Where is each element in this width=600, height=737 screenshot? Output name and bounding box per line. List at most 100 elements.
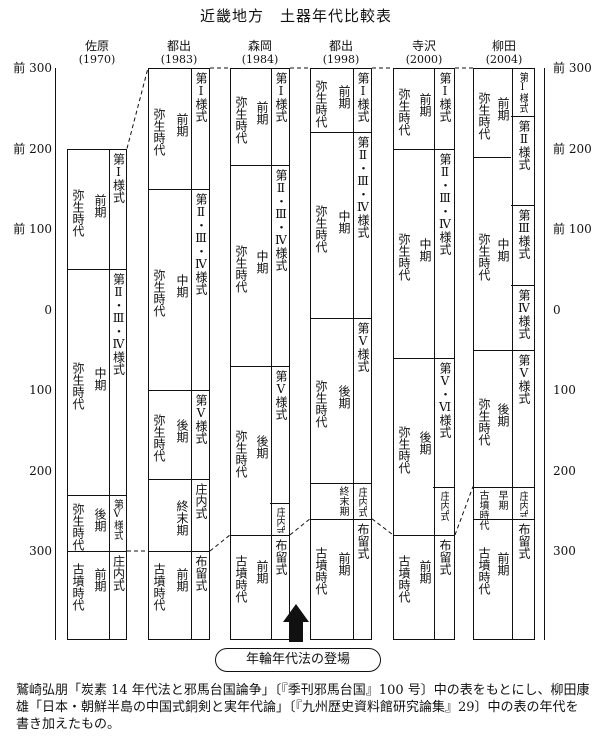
column-year: (1983) <box>160 53 198 66</box>
style-boundary <box>108 269 127 271</box>
style-boundary <box>433 486 455 488</box>
pottery-style-label: 第Ⅰ様式 <box>438 72 451 122</box>
column-name: 都出 <box>328 39 353 53</box>
column-header: 柳田(2004) <box>465 39 543 67</box>
left-tick-label: 200 <box>29 463 52 478</box>
column-frame <box>310 68 372 640</box>
style-boundary <box>511 204 535 206</box>
style-boundary <box>190 188 210 190</box>
period-label: 弥生時代 <box>477 398 491 447</box>
style-boundary <box>511 486 535 488</box>
period-boundary <box>310 482 352 484</box>
column-connector <box>289 518 311 536</box>
period-boundary <box>148 188 190 190</box>
period-sub-label: 中期 <box>175 274 189 299</box>
style-boundary <box>511 285 535 287</box>
axis-line <box>55 68 56 640</box>
column-year: (2000) <box>405 53 443 66</box>
pottery-style-label: 第Ⅰ様式 <box>111 152 125 203</box>
period-sub-label: 前期 <box>175 568 189 593</box>
style-boundary <box>511 518 535 520</box>
pottery-style-label: 第Ⅱ・Ⅲ・Ⅳ様式 <box>111 273 125 376</box>
period-boundary <box>230 164 270 166</box>
column-name: 寺沢 <box>411 39 436 53</box>
up-arrow-icon <box>283 604 309 642</box>
pottery-style-label: 第Ⅱ・Ⅲ・Ⅳ様式 <box>274 168 287 271</box>
style-boundary <box>433 357 455 359</box>
style-boundary <box>352 518 372 520</box>
style-boundary <box>270 534 290 536</box>
left-tick-label: 100 <box>29 383 52 397</box>
right-tick-label: 0 <box>553 302 561 317</box>
left-tick-label: 前 100 <box>13 222 52 236</box>
column-divider <box>271 69 272 639</box>
style-boundary <box>270 502 290 504</box>
period-boundary <box>393 148 433 150</box>
period-label: 弥生時代 <box>234 430 248 479</box>
annotation-bubble: 年輪年代法の登場 <box>215 648 381 672</box>
period-boundary <box>230 534 270 536</box>
period-boundary <box>148 551 190 552</box>
period-label: 古墳時代 <box>397 555 411 604</box>
period-sub-label: 後期 <box>175 419 189 444</box>
period-label: 弥生時代 <box>477 233 491 282</box>
pottery-style-label: 庄内式 <box>274 506 285 533</box>
period-sub-label: 前期 <box>175 113 189 138</box>
period-label: 弥生時代 <box>234 245 248 294</box>
column-header: 都出(1983) <box>140 40 218 67</box>
period-sub-label: 前期 <box>496 552 510 577</box>
pottery-style-label: 第Ⅰ様式 <box>274 72 287 122</box>
period-boundary <box>148 478 190 480</box>
column-divider <box>512 69 513 639</box>
pottery-style-label: 第Ⅴ様式 <box>356 321 369 372</box>
period-sub-label: 中期 <box>255 250 269 275</box>
period-label: 弥生時代 <box>152 269 166 318</box>
pottery-style-label: 第Ⅱ様式 <box>517 120 530 171</box>
pottery-style-label: 第Ⅴ様式 <box>194 394 207 444</box>
page-title: 近畿地方 土器年代比較表 <box>200 7 393 25</box>
style-boundary <box>270 164 290 166</box>
pottery-style-label: 庄内式 <box>356 486 367 517</box>
column-connector <box>126 67 149 149</box>
period-sub-label: 前期 <box>93 193 107 218</box>
style-boundary <box>190 390 210 391</box>
period-sub-label: 前期 <box>93 568 107 593</box>
period-boundary <box>148 390 190 391</box>
column-header: 佐原(1970) <box>59 40 135 67</box>
period-boundary <box>473 349 511 351</box>
pottery-style-label: 庄内式 <box>111 555 125 591</box>
column-header: 森岡(1984) <box>222 40 298 67</box>
style-boundary <box>433 534 455 536</box>
pottery-style-label: 第Ⅲ様式 <box>517 208 530 259</box>
column-name: 柳田 <box>491 39 516 53</box>
pottery-style-label: 庄内式 <box>438 490 449 521</box>
period-boundary <box>67 551 108 552</box>
pottery-style-label: 第Ⅴ様式 <box>111 498 123 540</box>
period-sub-label: 後期 <box>93 507 107 532</box>
period-boundary <box>393 357 433 359</box>
period-sub-label: 前期 <box>337 85 351 110</box>
period-label: 弥生時代 <box>397 88 411 137</box>
period-boundary <box>310 317 352 319</box>
pottery-style-label: 第Ⅰ様式 <box>356 72 369 122</box>
right-tick-label: 前 200 <box>553 141 592 156</box>
period-label: 古墳時代 <box>234 555 248 604</box>
column-header: 寺沢(2000) <box>385 39 463 67</box>
period-boundary <box>67 269 108 271</box>
column-frame <box>393 68 455 640</box>
style-boundary <box>270 365 290 367</box>
period-label: 古墳時代 <box>71 563 85 612</box>
pottery-style-label: 布留式 <box>517 522 530 559</box>
period-sub-label: 前期 <box>255 101 269 126</box>
style-boundary <box>352 317 372 319</box>
period-label: 弥生時代 <box>71 188 85 237</box>
axis-line <box>544 68 545 640</box>
period-sub-label: 終末期 <box>337 485 348 516</box>
right-tick-label: 200 <box>553 463 576 478</box>
period-label: 弥生時代 <box>234 96 248 145</box>
pottery-style-label: 第Ⅴ様式 <box>517 353 530 404</box>
period-boundary <box>473 518 511 520</box>
column-frame <box>230 68 290 640</box>
period-boundary <box>473 486 511 488</box>
period-boundary <box>473 156 511 158</box>
